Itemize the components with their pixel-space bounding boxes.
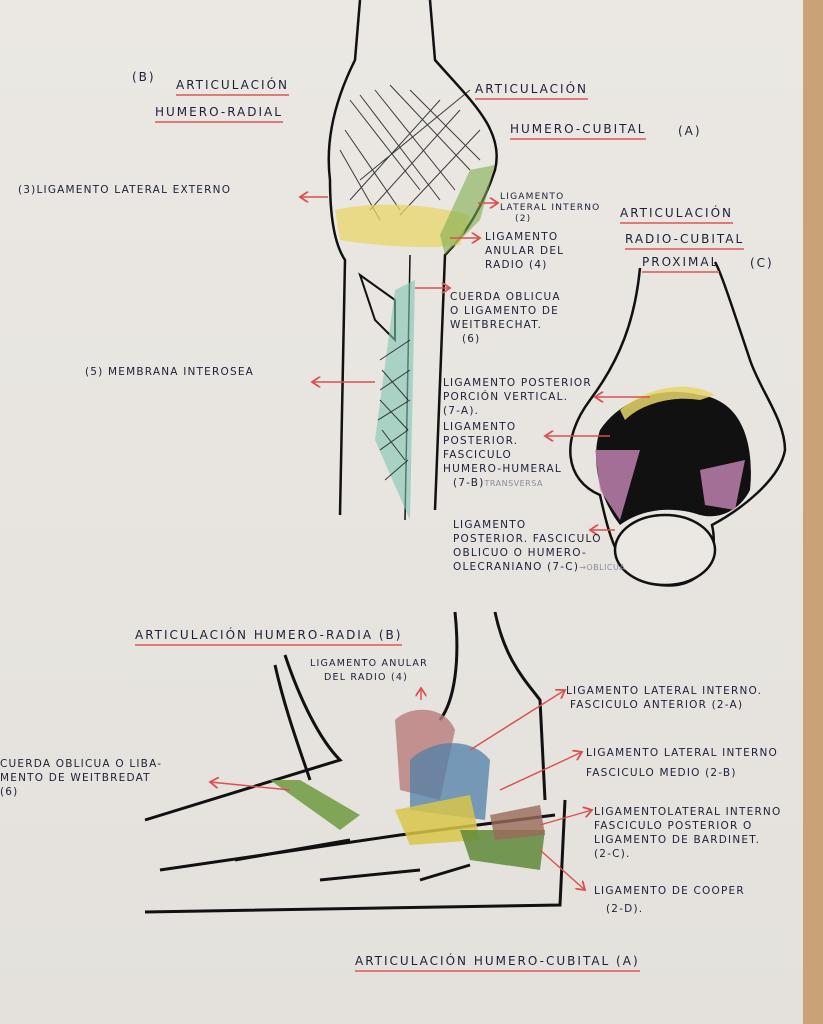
paper-background xyxy=(0,0,803,1024)
label-line: FASCICULO ANTERIOR (2-a) xyxy=(570,699,744,711)
label-line: MENTO DE WEITBREDAT xyxy=(0,772,151,784)
label-line: POSTERIOR. FASCICULO xyxy=(453,533,602,545)
label-line: (2) xyxy=(515,214,532,224)
label-line: LIGAMENTO LATERAL INTERNO. xyxy=(566,685,763,697)
cooper-ligament-green xyxy=(460,830,545,870)
label-ligamento-2c: LIGAMENTOLATERAL INTERNO FASCICULO POSTE… xyxy=(594,805,781,861)
label-ligamento-anular: LIGAMENTO ANULAR DEL RADIO (4) xyxy=(485,230,564,272)
label-line: (2-C). xyxy=(594,848,631,860)
label-ligamento-7a: LIGAMENTO POSTERIOR PORCIÓN VERTICAL. (7… xyxy=(443,376,592,418)
title-c-marker: (C) xyxy=(750,256,774,270)
label-ligamento-anular-lateral: LIGAMENTO ANULAR DEL RADIO (4) xyxy=(310,657,428,685)
label-line: CUERDA OBLICUA xyxy=(450,291,561,303)
label-line: HUMERO-HUMERAL xyxy=(443,463,562,475)
label-line: (6) xyxy=(0,786,19,798)
label-line: CUERDA OBLICUA O LIBA- xyxy=(0,758,163,770)
posterior-ligament-yellow xyxy=(620,386,715,420)
label-line: FASCICULO MEDIO (2-b) xyxy=(586,767,737,779)
label-line: LIGAMENTO xyxy=(453,519,527,531)
table-edge xyxy=(803,0,823,1024)
title-c-line2: RADIO-CUBITAL xyxy=(625,232,745,250)
label-code: OLECRANIANO (7-C) xyxy=(453,561,580,573)
title-a-line2: HUMERO-CUBITAL xyxy=(510,122,647,140)
label-line: LIGAMENTO xyxy=(485,231,559,243)
bardinet-ligament-brown xyxy=(490,805,545,840)
label-code: (7-b) xyxy=(453,477,485,489)
label-note-oblicua: →OBLICUA xyxy=(579,563,626,572)
interosseous-membrane xyxy=(375,280,415,520)
label-line: LIGAMENTO LATERAL INTERNO xyxy=(586,747,778,759)
label-line: (2-d). xyxy=(606,903,644,915)
label-line: WEITBRECHAT. xyxy=(450,319,543,331)
lateral-elbow-drawing xyxy=(144,611,567,914)
title-humero-cubital-a: ARTICULACIÓN HUMERO-CUBITAL (A) xyxy=(355,954,640,972)
label-ligamento-7c: LIGAMENTO POSTERIOR. FASCICULO OBLICUO O… xyxy=(453,518,625,575)
label-line: PORCIÓN VERTICAL. xyxy=(443,391,569,403)
label-line: (7-a). xyxy=(443,405,480,417)
label-line: LIGAMENTO POSTERIOR xyxy=(443,377,592,389)
label-line: FASCICULO POSTERIOR O xyxy=(594,820,753,832)
anterior-capsule-hatching xyxy=(339,84,481,221)
label-line: O LIGAMENTO DE xyxy=(450,305,559,317)
annotation-arrows xyxy=(210,197,650,890)
label-ligamento-2a: LIGAMENTO LATERAL INTERNO. FASCICULO ANT… xyxy=(566,684,762,712)
label-line: OBLICUO O HUMERO- xyxy=(453,547,587,559)
label-ligamento-lateral-externo: (3)LIGAMENTO LATERAL EXTERNO xyxy=(18,184,232,196)
label-ligamento-2b: LIGAMENTO LATERAL INTERNO FASCICULO MEDI… xyxy=(586,746,778,780)
posterior-ligament-yellow-lateral xyxy=(395,795,480,845)
label-line: OLECRANIANO (7-C)→OBLICUA xyxy=(453,560,625,575)
label-note-transversa: TRANSVERSA xyxy=(484,479,543,488)
label-line: RADIO (4) xyxy=(485,259,548,271)
label-ligamento-7b: LIGAMENTO POSTERIOR. FASCICULO HUMERO-HU… xyxy=(443,420,562,491)
title-c-line3: PROXIMAL xyxy=(642,255,720,273)
title-a-marker: (A) xyxy=(678,124,702,138)
label-line: ANULAR DEL xyxy=(485,245,565,257)
title-c-line1: ARTICULACIÓN xyxy=(620,206,734,224)
annular-ligament-yellow xyxy=(335,204,470,248)
title-humero-radial-b: ARTICULACIÓN HUMERO-RADIA (B) xyxy=(135,628,403,646)
oblique-cord-green xyxy=(270,780,360,830)
title-b-marker: (B) xyxy=(132,70,156,84)
label-cuerda-oblicua-lateral: CUERDA OBLICUA O LIBA- MENTO DE WEITBRED… xyxy=(0,757,162,799)
label-line: LIGAMENTO DE COOPER xyxy=(594,885,745,897)
title-b-line1: ARTICULACIÓN xyxy=(176,78,290,96)
title-b-line2: HUMERO-RADIAL xyxy=(155,105,283,123)
label-line: LIGAMENTO xyxy=(443,421,517,433)
label-line: (6) xyxy=(462,333,481,345)
label-line: (7-b)TRANSVERSA xyxy=(443,476,562,491)
membrane-hatching xyxy=(377,339,411,481)
label-line: LIGAMENTO ANULAR xyxy=(310,658,428,669)
label-line: LIGAMENTO xyxy=(500,192,565,202)
title-a-line1: ARTICULACIÓN xyxy=(475,82,589,100)
posterior-ligament-pink xyxy=(595,450,745,520)
label-ligamento-cooper: LIGAMENTO DE COOPER (2-d). xyxy=(594,884,745,916)
label-line: LATERAL INTERNO xyxy=(500,203,601,213)
medial-ligament-green xyxy=(440,165,495,255)
label-line: DEL RADIO (4) xyxy=(324,672,409,683)
label-line: POSTERIOR. xyxy=(443,435,519,447)
label-line: LIGAMENTO DE BARDINET. xyxy=(594,834,761,846)
label-line: LIGAMENTOLATERAL INTERNO xyxy=(594,806,782,818)
label-cuerda-oblicua: CUERDA OBLICUA O LIGAMENTO DE WEITBRECHA… xyxy=(450,290,561,346)
label-membrana-interosea: (5) MEMBRANA INTEROSEA xyxy=(85,366,255,378)
label-ligamento-lateral-interno: LIGAMENTO LATERAL INTERNO (2) xyxy=(500,192,600,225)
label-line: FASCICULO xyxy=(443,449,512,461)
olecranon xyxy=(613,513,717,587)
